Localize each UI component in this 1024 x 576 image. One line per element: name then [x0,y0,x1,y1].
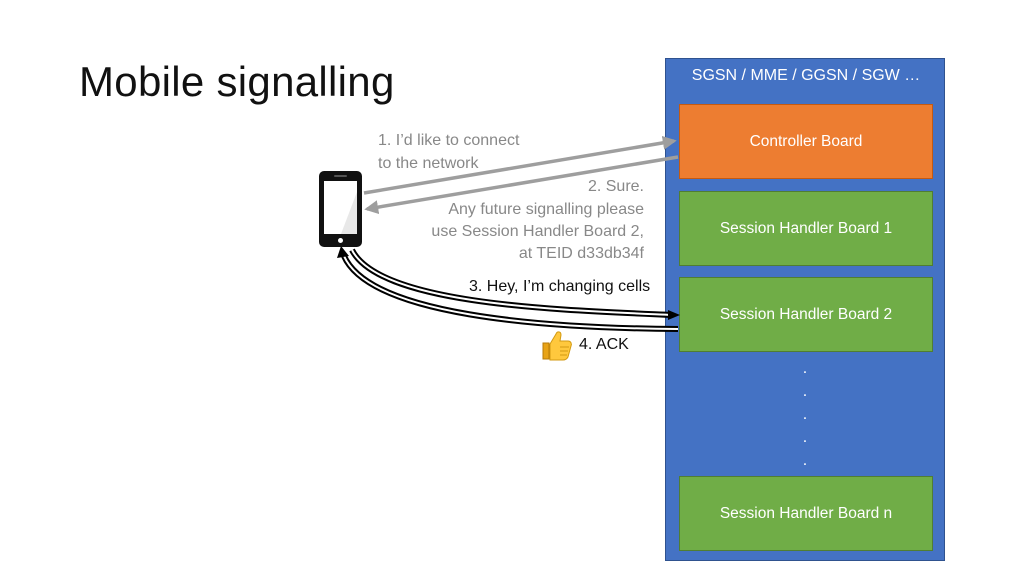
ellipsis-dot: . [802,383,808,400]
ellipsis-dot: . [802,429,808,446]
arrow-ack-head [337,246,349,258]
controller-board-label: Controller Board [749,132,863,150]
message-2-line-1: 2. Sure. [587,178,644,195]
message-1-line-1: 1. I’d like to connect [378,132,520,149]
session-handler-board-1: Session Handler Board 1 [679,191,933,266]
message-2-line-4: at TEID d33db34f [518,245,644,262]
message-4-label: 4. ACK [579,336,629,353]
session-handler-board-n: Session Handler Board n [679,476,933,551]
ellipsis-dot: . [802,406,808,423]
network-node-title: SGSN / MME / GGSN / SGW … [691,67,921,84]
ellipsis-dot: . [802,452,808,469]
arrow-changing-cells-head [668,310,680,320]
message-2-line-3: use Session Handler Board 2, [431,223,644,240]
slide-title: Mobile signalling [79,58,395,105]
mobile-phone-icon [319,171,362,247]
session-handler-board-1-label: Session Handler Board 1 [719,219,893,237]
controller-board: Controller Board [679,104,933,179]
message-1-line-2: to the network [378,155,479,172]
network-node-panel: SGSN / MME / GGSN / SGW … Controller Boa… [665,58,945,561]
session-handler-board-2: Session Handler Board 2 [679,277,933,352]
arrow-ack-inner [343,255,679,330]
message-3-label: 3. Hey, I’m changing cells [469,278,651,295]
arrow-changing-cells-inner [351,249,673,316]
message-2-line-2: Any future signalling please [448,201,644,218]
arrow-connect-request [363,135,677,195]
thumbs-up-icon [542,331,572,361]
arrow-connect-response [364,155,679,215]
session-handler-board-n-label: Session Handler Board n [719,504,893,522]
ellipsis-dot: . [802,360,808,377]
session-handler-board-2-label: Session Handler Board 2 [719,305,893,323]
